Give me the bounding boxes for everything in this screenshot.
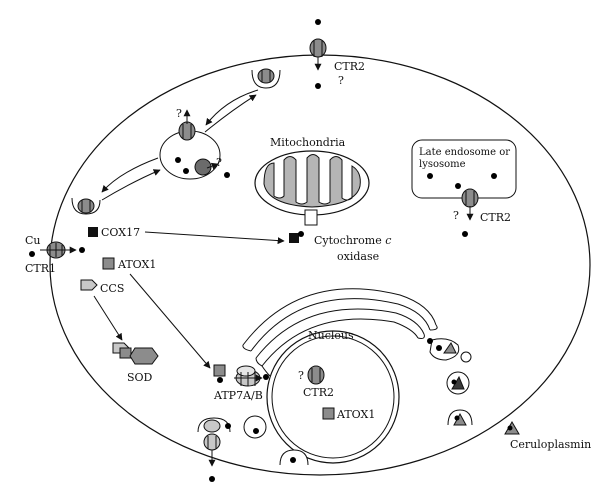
ctr2-nucleus xyxy=(307,365,325,385)
ctr2-nucleus-label: CTR2 xyxy=(303,386,334,399)
ccs-marker xyxy=(80,279,98,291)
golgi-apparatus xyxy=(242,288,460,377)
bottom-exocytic-vesicle xyxy=(197,417,231,433)
recycle-arrow-out xyxy=(205,89,259,126)
cytochrome-oxidase-marker xyxy=(289,233,299,243)
endosome-vesicle xyxy=(159,109,230,180)
atox1-nucleus-label: ATOX1 xyxy=(336,408,375,421)
nucleus xyxy=(266,330,400,464)
vesicle-top-question: ? xyxy=(176,107,182,120)
mitochondrion xyxy=(254,150,370,226)
recycle-arrow-up xyxy=(101,169,161,201)
golgi-copper-2 xyxy=(436,345,442,351)
recycle-arrow-down xyxy=(101,157,159,193)
ceruloplasmin-label: Ceruloplasmin xyxy=(510,438,591,451)
ccs-label: CCS xyxy=(100,282,124,295)
membrane-invagination-left xyxy=(71,197,101,215)
atox1-to-atp7-arrow xyxy=(129,273,211,369)
secretory-vesicle-1 xyxy=(446,371,470,395)
atp7ab-label: ATP7A/B xyxy=(213,389,263,402)
mitochondria-label: Mitochondria xyxy=(270,136,346,149)
secretory-vesicle-2 xyxy=(447,409,473,426)
ctr2-top-label: CTR2 xyxy=(334,60,365,73)
cox17-label: COX17 xyxy=(101,226,140,239)
cox17-marker xyxy=(88,227,98,237)
golgi-vesicle-bud xyxy=(460,351,472,363)
late-endosome-question: ? xyxy=(453,209,459,222)
ccs-to-sod-arrow xyxy=(93,295,123,341)
golgi-copper-1 xyxy=(427,338,433,344)
copper-ion-outside xyxy=(29,251,35,257)
bottom-exit-transporter xyxy=(203,433,221,482)
atp7-copper-right xyxy=(263,374,269,380)
atp7ab-transporter xyxy=(234,365,263,387)
ctr1-label: CTR1 xyxy=(25,262,56,275)
secreted-ceruloplasmin xyxy=(504,421,520,435)
late-endosome xyxy=(411,139,517,237)
cytochrome-oxidase-label-line2: oxidase xyxy=(337,250,379,263)
ctr1-transporter xyxy=(40,241,77,259)
atox1-marker xyxy=(102,257,115,270)
bottom-right-vesicle xyxy=(243,415,267,439)
membrane-invagination-top xyxy=(251,68,281,89)
ctr2-endosome-label: CTR2 xyxy=(480,211,511,224)
cox17-to-cox-arrow xyxy=(144,231,285,245)
ctr2-top-question: ? xyxy=(338,74,344,87)
ctr2-plasma-membrane xyxy=(309,19,327,89)
late-endosome-label-1: Late endosome or xyxy=(419,147,510,158)
nucleus-question: ? xyxy=(298,369,304,382)
cytochrome-oxidase-label: Cytochrome c xyxy=(314,234,391,247)
golgi-ceruloplasmin xyxy=(443,342,457,354)
nucleus-label: Nucleus xyxy=(308,329,354,342)
late-endosome-label-2: lysosome xyxy=(419,159,466,170)
cu-label: Cu xyxy=(25,234,41,247)
atp7-copper-left xyxy=(217,377,223,383)
atp7-atox1-marker xyxy=(213,364,226,377)
vesicle-right-question: ? xyxy=(216,156,222,169)
atox1-label: ATOX1 xyxy=(117,258,156,271)
sod-complex xyxy=(112,342,159,365)
atox1-nucleus-marker xyxy=(322,407,335,420)
bottom-fusing-vesicle xyxy=(279,449,309,466)
recycle-arrow-in xyxy=(204,94,257,133)
cytochrome-oxidase-copper xyxy=(298,231,304,237)
copper-ion-inside xyxy=(79,247,85,253)
sod-label: SOD xyxy=(127,371,153,384)
